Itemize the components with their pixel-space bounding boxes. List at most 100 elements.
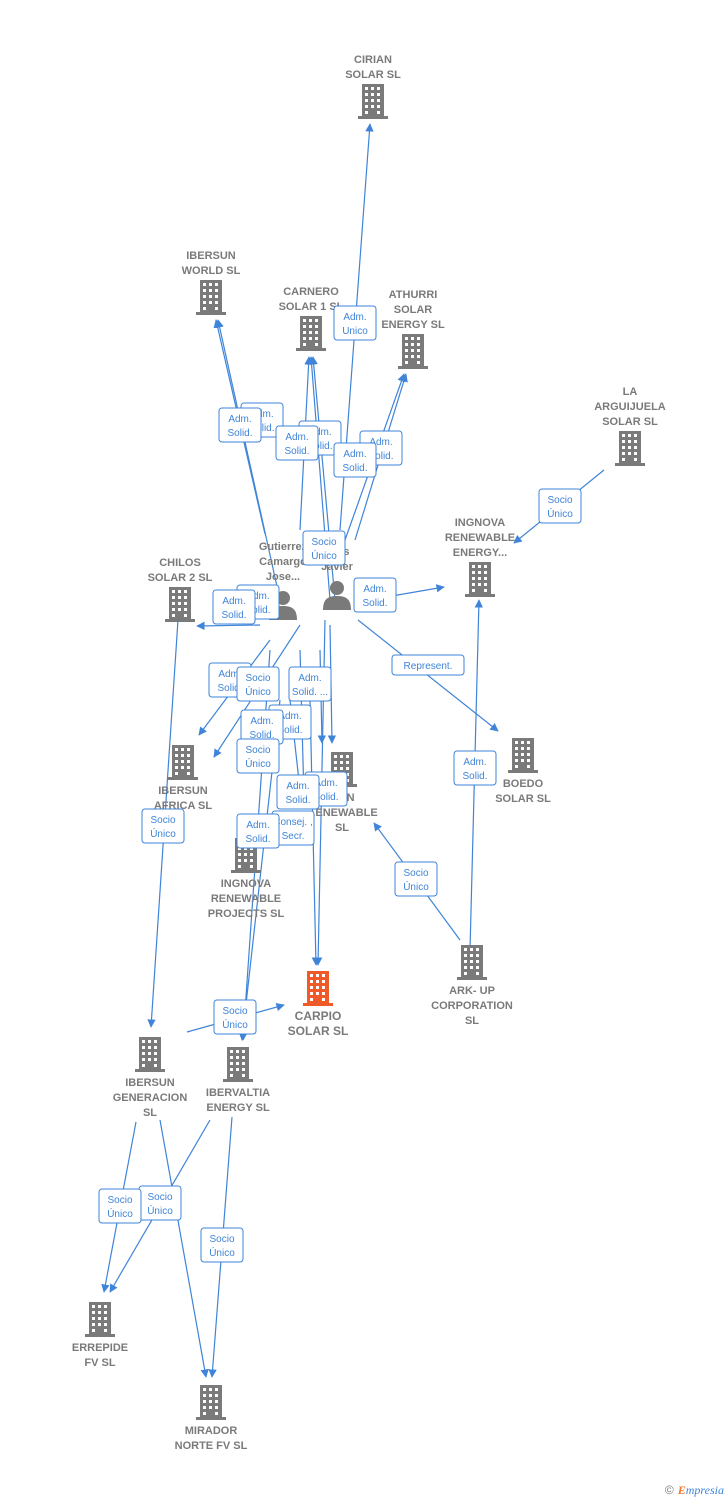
node-errepide[interactable]: ERREPIDE FV SL [72, 1302, 128, 1369]
edge-label-text: Unico [342, 326, 368, 337]
edge-label-l10[interactable]: Adm. Solid. [353, 577, 397, 613]
node-label-line: ENERGY... [453, 547, 507, 559]
node-label-line: CORPORATION [431, 1000, 513, 1012]
edge-label-l1[interactable]: Adm. Unico [333, 305, 377, 341]
edge-label-text: Único [547, 507, 573, 520]
building-icon [135, 1037, 165, 1072]
footer-credit[interactable]: ©Empresia [665, 1483, 724, 1498]
edge-label-text: Adm. [228, 414, 251, 425]
node-chilos[interactable]: CHILOS SOLAR 2 SL [148, 557, 213, 622]
edge-label-text: Solid. [313, 792, 338, 803]
edge-label-text: Secr. [282, 831, 305, 842]
edge-label-text: Solid. [285, 795, 310, 806]
edge-labels-layer: Adm.UnicoAdm.Solid.Adm.Solid.Adm.Solid.A… [98, 305, 582, 1263]
edge-label-l3[interactable]: Adm.Solid. [218, 407, 262, 443]
edge-label-text: Adm. [286, 781, 309, 792]
node-label-line: SOLAR SL [602, 416, 658, 428]
building-icon [165, 587, 195, 622]
node-label-line: SOLAR 2 SL [148, 572, 213, 584]
building-icon [398, 334, 428, 369]
edge-label-text: Adm. [343, 312, 366, 323]
edge-label-box [353, 577, 397, 613]
building-icon [196, 1385, 226, 1420]
node-label-line: Jose... [266, 571, 300, 583]
node-label-line: GENERACION [113, 1092, 188, 1104]
building-icon [508, 738, 538, 773]
edge-label-text: Socio [209, 1234, 234, 1245]
edge-3 [215, 319, 281, 601]
edge-label-box [212, 589, 256, 625]
edge-label-text: Socio [547, 495, 572, 506]
node-label-line: Camargo [259, 556, 307, 568]
edge-label-text: Solid. [362, 598, 387, 609]
node-label-line: MIRADOR [185, 1425, 238, 1437]
edge-label-l7[interactable]: Adm.Solid. [333, 442, 377, 478]
edge-label-l22[interactable]: Adm. Solid. [276, 774, 320, 810]
node-label-line: Gutierrez [259, 541, 308, 553]
node-label-line: RENEWABLE [211, 893, 281, 905]
edge-label-text: Adm. [218, 669, 241, 680]
edge-label-text: Adm. [363, 584, 386, 595]
node-label-line: FV SL [84, 1357, 115, 1369]
edge-label-l13[interactable]: Represent. [391, 654, 465, 676]
node-label-line: CARPIO [295, 1009, 342, 1023]
edge-label-text: Solid. [249, 730, 274, 741]
edge-label-text: Adm. [298, 673, 321, 684]
edge-label-text: Solid. ... [292, 687, 328, 698]
copyright-symbol: © [664, 1483, 674, 1497]
edge-29 [159, 1119, 209, 1378]
edge-label-box [288, 666, 332, 702]
node-label-line: SL [465, 1015, 479, 1027]
edge-label-text: Socio [403, 868, 428, 879]
edge-label-text: Solid. [221, 610, 246, 621]
edge-label-l16[interactable]: Adm. Solid. ... [288, 666, 332, 702]
node-person1[interactable]: GutierrezCamargoJose... [259, 541, 308, 620]
node-label-line: ERREPIDE [72, 1342, 128, 1354]
edge-label-box [213, 999, 257, 1035]
edge-label-l5[interactable]: Adm.Solid. [275, 425, 319, 461]
edge-label-text: Solid. [277, 725, 302, 736]
edge-label-text: Adm. [314, 778, 337, 789]
edge-label-text: Solid. [249, 423, 274, 434]
edge-label-text: Represent. [404, 661, 453, 672]
node-label-line: SOLAR [394, 304, 433, 316]
edge-label-text: Adm. [285, 432, 308, 443]
building-icon [457, 945, 487, 980]
edge-label-l20[interactable]: Adm.Solid. [453, 750, 497, 786]
building-icon [358, 84, 388, 119]
building-icon [296, 316, 326, 351]
edge-label-text: Único [209, 1246, 235, 1259]
building-icon [196, 280, 226, 315]
edge-label-l12[interactable]: Adm.Solid. [212, 589, 256, 625]
edge-label-text: Solid. [245, 605, 270, 616]
edge-label-text: Único [147, 1204, 173, 1217]
node-ingnova-energy[interactable]: INGNOVARENEWABLEENERGY... [445, 517, 515, 597]
edge-label-text: Adm. [246, 591, 269, 602]
edge-label-l25[interactable]: Adm.Solid. [236, 813, 280, 849]
node-label-line: CHILOS [159, 557, 201, 569]
